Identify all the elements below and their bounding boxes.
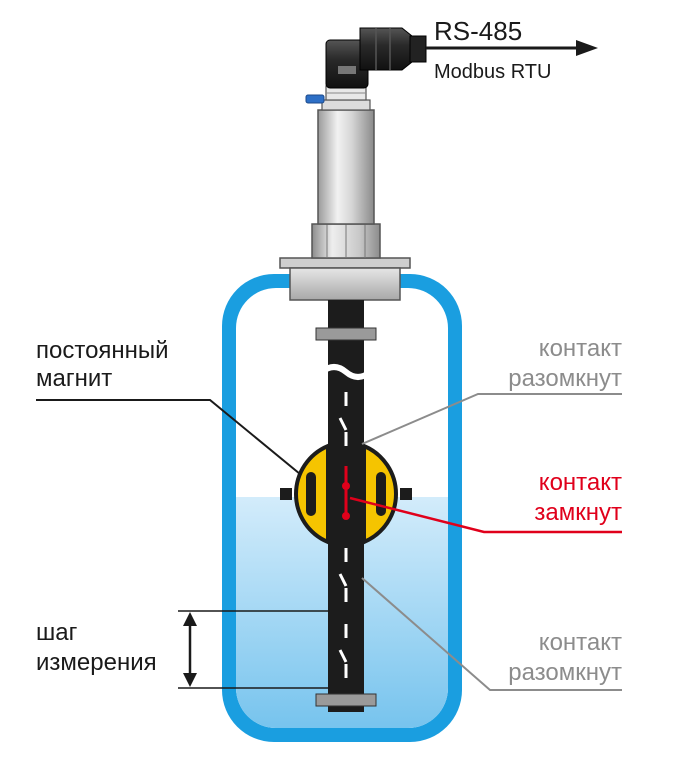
step-label-line2: измерения (36, 649, 157, 676)
screw-icon (305, 94, 325, 104)
cable-connector-icon (325, 27, 427, 89)
leader-open-bottom (361, 577, 622, 691)
step-label-line1: шаг (36, 619, 78, 646)
closed-contact-line2: замкнут (534, 499, 622, 526)
sensor-housing (305, 85, 375, 225)
closed-contact-line1: контакт (539, 469, 622, 496)
leader-magnet (36, 399, 301, 475)
open-contact-bottom-line1: контакт (539, 629, 622, 656)
leader-lines (36, 393, 622, 691)
magnet-label-line2: магнит (36, 365, 112, 392)
leader-closed (349, 496, 622, 534)
open-contact-top-line2: разомкнут (508, 365, 622, 392)
subprotocol-label: Modbus RTU (434, 61, 551, 83)
flange (279, 257, 411, 301)
measurement-step-dimension (178, 610, 330, 689)
double-arrow-vertical-icon (183, 612, 197, 687)
rod-stopper-top (315, 327, 377, 341)
reed-switch-open-bottom (338, 624, 348, 678)
float (280, 442, 412, 546)
magnet-left (306, 472, 316, 516)
arrow-right-icon (426, 40, 598, 56)
leader-open-top (361, 393, 622, 445)
reed-switch-open-top (338, 392, 348, 446)
magnet-label-line1: постоянный (36, 337, 169, 364)
protocol-label: RS-485 (434, 16, 522, 46)
hex-nut (311, 223, 381, 259)
open-contact-bottom-line2: разомкнут (508, 659, 622, 686)
reed-switch-closed (342, 466, 350, 520)
open-contact-top-line1: контакт (539, 335, 622, 362)
rod-stopper-bottom (315, 693, 377, 707)
reed-switch-open-mid (338, 548, 348, 602)
magnet-right (376, 472, 386, 516)
